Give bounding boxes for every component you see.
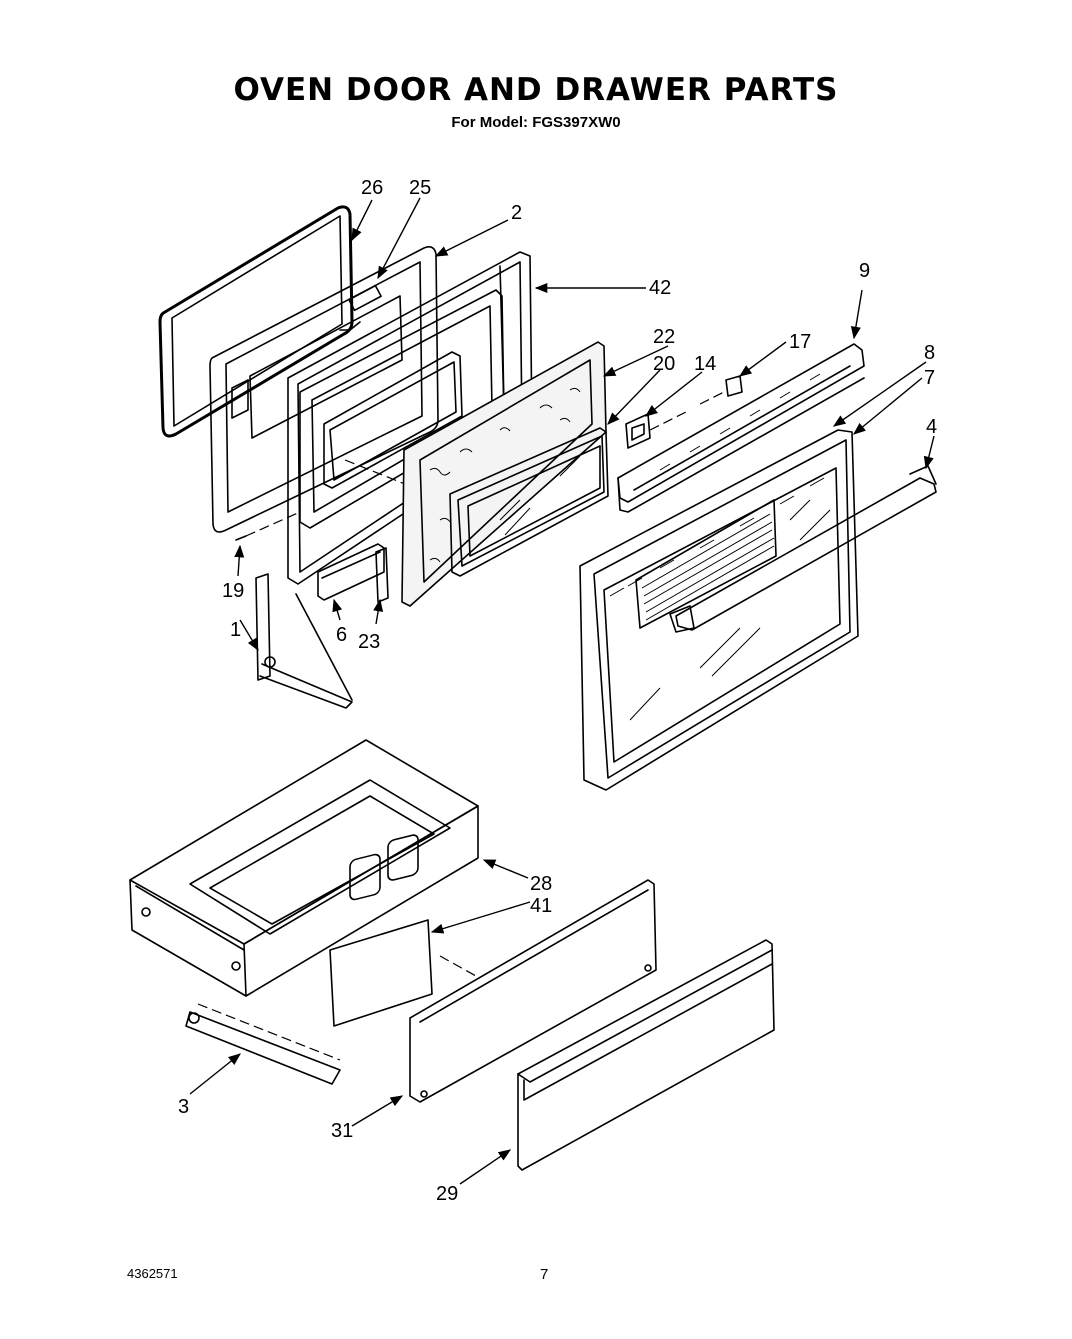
callout-25: 25 xyxy=(409,177,431,199)
part-9-vent-channel xyxy=(617,343,865,513)
part-25-door-liner xyxy=(209,246,439,533)
leader-lines xyxy=(189,197,935,1185)
part-28-drawer xyxy=(129,739,479,997)
part-17-clip xyxy=(699,375,743,405)
part-7-outer-door xyxy=(579,429,859,791)
callout-20: 20 xyxy=(653,353,675,375)
part-6-channel xyxy=(317,543,385,601)
callout-4: 4 xyxy=(926,416,937,438)
callout-3: 3 xyxy=(178,1096,189,1118)
callout-26: 26 xyxy=(361,177,383,199)
callout-41: 41 xyxy=(530,895,552,917)
part-31-drawer-panel xyxy=(409,879,657,1103)
page-title: OVEN DOOR AND DRAWER PARTS xyxy=(233,72,839,108)
callout-8: 8 xyxy=(924,342,935,364)
callout-19: 19 xyxy=(222,580,244,602)
part-14-bracket xyxy=(625,409,691,449)
part-23-clip xyxy=(375,547,389,603)
callout-17: 17 xyxy=(789,331,811,353)
callout-22: 22 xyxy=(653,326,675,348)
callout-9: 9 xyxy=(859,260,870,282)
document-number: 4362571 xyxy=(127,1266,178,1281)
callout-2: 2 xyxy=(511,202,522,224)
callout-6: 6 xyxy=(336,624,347,646)
callout-7: 7 xyxy=(924,367,935,389)
page-number: 7 xyxy=(540,1266,549,1283)
part-26-gasket xyxy=(158,205,354,438)
part-3-rail xyxy=(185,1003,341,1085)
callout-1: 1 xyxy=(230,619,241,641)
callout-14: 14 xyxy=(694,353,716,375)
callout-31: 31 xyxy=(331,1120,353,1142)
callout-29: 29 xyxy=(436,1183,458,1205)
part-20-glass-pack xyxy=(449,427,609,577)
model-subtitle: For Model: FGS397XW0 xyxy=(451,114,621,131)
callout-42: 42 xyxy=(649,277,671,299)
part-19-screw xyxy=(235,511,301,541)
part-29-drawer-front xyxy=(517,939,775,1171)
part-41-cover xyxy=(329,834,477,1027)
callout-23: 23 xyxy=(358,631,380,653)
callout-28: 28 xyxy=(530,873,552,895)
